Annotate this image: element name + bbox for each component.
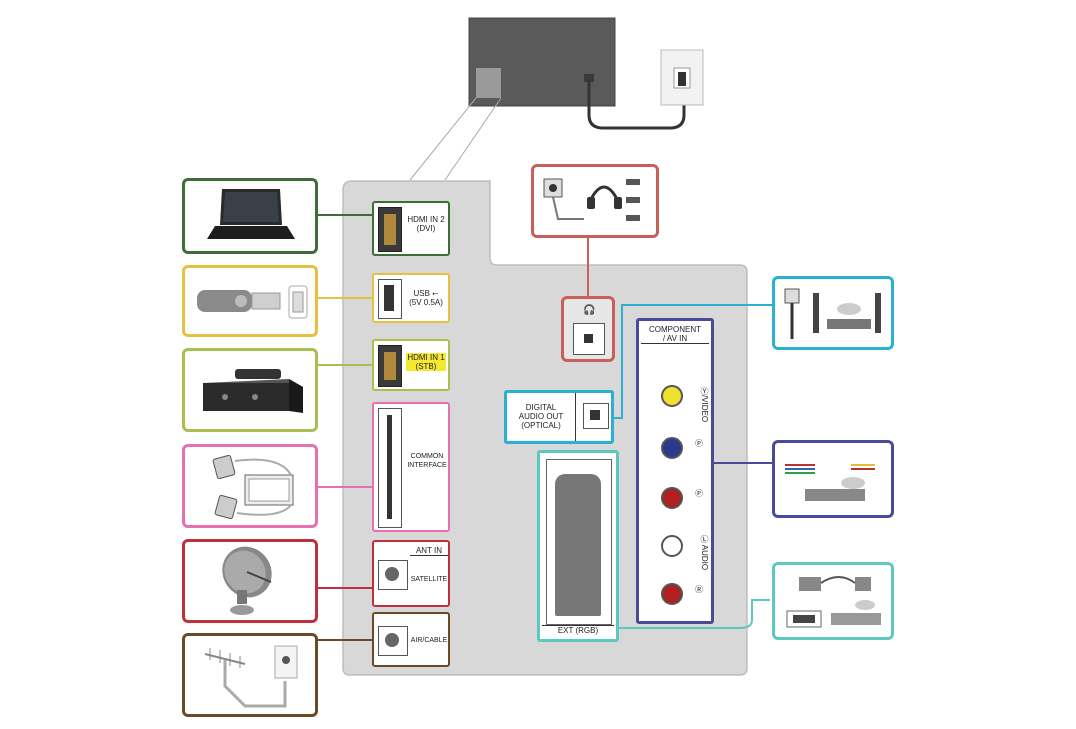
scart-connector-icon: [546, 459, 612, 625]
video-label: Ⓨ/VIDEO: [700, 387, 709, 423]
air-cable-label: AIR/CABLE: [410, 637, 448, 644]
audio-l-jack-icon: [661, 535, 683, 557]
pr-jack-icon: [661, 487, 683, 509]
audio-jack-icon: [573, 323, 605, 355]
ci-card-icon: [212, 454, 294, 520]
ci-slot-icon: [378, 408, 402, 528]
headphone-small-icon: 🎧: [583, 305, 596, 316]
hdmi-in-1-label: HDMI IN 1 (STB): [406, 353, 446, 371]
pr-label: Ⓟ: [695, 489, 703, 498]
home-theater-device-box[interactable]: [772, 276, 894, 350]
satellite-device-box[interactable]: [182, 539, 318, 623]
audio-l-label: Ⓛ AUDIO: [700, 535, 709, 571]
scart-device-box[interactable]: [772, 562, 894, 640]
ci-card-device-box[interactable]: [182, 444, 318, 528]
antenna-device-box[interactable]: [182, 633, 318, 717]
usb-port[interactable]: USB ⭠ (5V 0.5A): [372, 273, 450, 323]
ant-in-label: ANT IN: [410, 546, 448, 556]
headphone-device-box[interactable]: [531, 164, 659, 238]
digital-audio-out-label: DIGITAL AUDIO OUT (OPTICAL): [518, 403, 564, 430]
antenna-icon: [204, 645, 298, 708]
dvd-player-icon: [785, 464, 875, 501]
hdmi-connector-icon: [378, 207, 402, 252]
video-jack-icon: [661, 385, 683, 407]
audio-r-label: Ⓡ: [695, 585, 703, 594]
pb-jack-icon: [661, 437, 683, 459]
headphone-port[interactable]: 🎧: [561, 296, 615, 362]
audio-r-jack-icon: [661, 583, 683, 605]
common-interface-label: COMMON INTERFACE: [407, 453, 447, 469]
usb-connector-icon: [378, 279, 402, 319]
home-theater-icon: [784, 288, 881, 339]
usb-device-box[interactable]: [182, 265, 318, 337]
headphone-icon: [543, 178, 640, 221]
common-interface-port[interactable]: COMMON INTERFACE: [372, 402, 450, 532]
laptop-device-box[interactable]: [182, 178, 318, 254]
satellite-label: SATELLITE: [410, 576, 448, 583]
hdmi-in-1-port[interactable]: HDMI IN 1 (STB): [372, 339, 450, 391]
air-cable-port[interactable]: AIR/CABLE: [372, 612, 450, 667]
hdmi-in-2-label: HDMI IN 2 (DVI): [407, 215, 445, 233]
hdmi-in-2-port[interactable]: HDMI IN 2 (DVI): [372, 201, 450, 256]
coax-connector-icon: [378, 626, 408, 656]
scart-device-icon: [786, 576, 881, 628]
satellite-dish-icon: [222, 546, 272, 615]
hdmi-connector-icon: [378, 345, 402, 387]
optical-connector-icon: [583, 403, 609, 429]
component-av-in-label: COMPONENT / AV IN: [641, 325, 709, 344]
component-av-in-port[interactable]: COMPONENT / AV IN Ⓨ/VIDEO Ⓟ Ⓟ Ⓛ AUDIO Ⓡ: [636, 318, 714, 624]
laptop-icon: [207, 189, 295, 239]
ext-rgb-label: EXT (RGB): [542, 625, 614, 635]
satellite-port[interactable]: ANT IN SATELLITE: [372, 540, 450, 607]
ext-rgb-port[interactable]: EXT (RGB): [537, 450, 619, 642]
digital-audio-out-port[interactable]: DIGITAL AUDIO OUT (OPTICAL): [504, 390, 614, 444]
coax-connector-icon: [378, 560, 408, 590]
usb-stick-icon: [197, 285, 308, 319]
set-top-box-icon: [203, 369, 303, 413]
power-outlet-icon: [660, 49, 704, 106]
set-top-box-device-box[interactable]: [182, 348, 318, 432]
pb-label: Ⓟ: [695, 439, 703, 448]
usb-label: USB ⭠ (5V 0.5A): [409, 289, 443, 307]
dvd-player-device-box[interactable]: [772, 440, 894, 518]
